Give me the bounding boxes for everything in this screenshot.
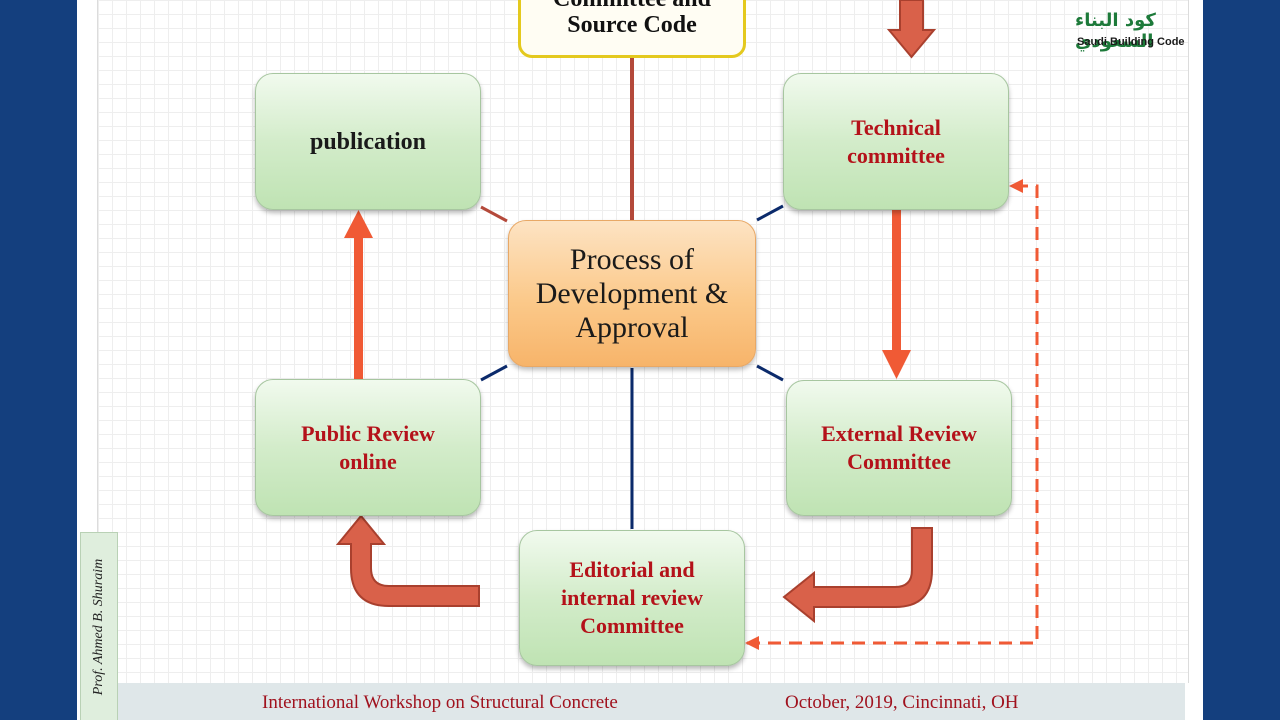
footer-workshop-title: International Workshop on Structural Con… bbox=[262, 692, 618, 713]
author-sidebar: Prof. Ahmed B. Shuraim bbox=[80, 532, 118, 720]
diagram-connectors bbox=[335, 0, 1039, 650]
technical-committee-box: Technical committee bbox=[783, 73, 1009, 210]
technical-committee-label: Technical committee bbox=[847, 114, 945, 168]
publication-box: publication bbox=[255, 73, 481, 210]
footer-date-location: October, 2019, Cincinnati, OH bbox=[785, 692, 1019, 713]
arrow-curved-editorial-to-public bbox=[335, 514, 480, 607]
saudi-building-code-logo: كود البناء السعودي Saudi Building Code bbox=[1075, 10, 1203, 52]
committee-source-code-label: Committee and Source Code bbox=[553, 0, 711, 38]
editorial-review-box: Editorial and internal review Committee bbox=[519, 530, 745, 666]
process-center-label: Process of Development & Approval bbox=[535, 242, 729, 344]
slide: Committee and Source Code Process of Dev… bbox=[77, 0, 1203, 720]
author-name: Prof. Ahmed B. Shuraim bbox=[91, 558, 106, 696]
logo-arabic-text: كود البناء السعودي bbox=[1075, 10, 1156, 52]
process-center-box: Process of Development & Approval bbox=[508, 220, 756, 367]
external-review-box: External Review Committee bbox=[786, 380, 1012, 516]
connector-technical bbox=[756, 204, 784, 222]
arrow-top-right bbox=[886, 0, 937, 59]
publication-label: publication bbox=[309, 128, 427, 155]
arrow-public-to-publication bbox=[344, 210, 373, 380]
logo-english-text: Saudi Building Code bbox=[1077, 36, 1185, 48]
connector-external bbox=[756, 364, 784, 382]
committee-source-code-box: Committee and Source Code bbox=[518, 0, 746, 58]
footer-bar: International Workshop on Structural Con… bbox=[97, 683, 1185, 720]
public-review-label: Public Review online bbox=[301, 420, 435, 474]
arrow-technical-to-external bbox=[882, 210, 911, 379]
connector-publication bbox=[480, 205, 508, 223]
editorial-review-label: Editorial and internal review Committee bbox=[561, 557, 703, 638]
external-review-label: External Review Committee bbox=[821, 421, 977, 474]
arrow-dashed-feedback bbox=[745, 179, 1039, 650]
connector-public-review bbox=[480, 364, 508, 382]
public-review-box: Public Review online bbox=[255, 379, 481, 516]
arrow-curved-external-to-editorial bbox=[782, 527, 933, 624]
